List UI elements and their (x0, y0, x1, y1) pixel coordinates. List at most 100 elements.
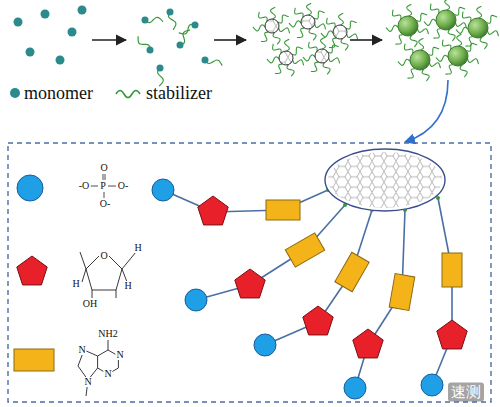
nucleus (315, 49, 329, 63)
stabilizer-strand (430, 63, 441, 68)
stabilizer-strand (465, 37, 473, 47)
stabilizer-strand (314, 11, 325, 19)
monomer-dot (177, 42, 184, 49)
stabilizer-strand (410, 35, 417, 47)
grown-particle (448, 46, 468, 66)
stabilizer-strand (395, 35, 403, 45)
stabilizer-strand (347, 34, 358, 39)
phosphate-circle (254, 334, 276, 356)
nucleus (265, 19, 279, 33)
bond-line (80, 252, 86, 269)
stabilizer-strand (407, 69, 415, 79)
stabilizer-strand (398, 59, 410, 65)
stabilizer-strand (329, 58, 340, 63)
monomer-dot (202, 57, 209, 64)
zoom-arrow (405, 80, 448, 142)
stabilizer-strand (460, 65, 467, 77)
stabilizer-strand (311, 62, 319, 72)
synthesis-stages (14, 0, 499, 86)
stabilizer-strand (271, 7, 276, 19)
stabilizer-strand (442, 40, 451, 49)
stabilizer-strand (407, 4, 412, 16)
stabilizer-strand (430, 4, 439, 13)
stabilizer-strand (428, 47, 439, 55)
stabilizer-strand (457, 34, 462, 46)
atom-label: H (123, 281, 132, 291)
stabilizer-strand (315, 24, 326, 29)
stabilizer-strand (416, 13, 427, 21)
bond-line (108, 186, 116, 187)
stabilizer-strand (287, 65, 294, 77)
atom-label: O (99, 251, 108, 261)
atom-label: O- (99, 199, 112, 209)
monomer-dot (41, 10, 50, 19)
base-rectangle (14, 349, 54, 371)
grown-particle (436, 10, 456, 30)
nucleus (279, 51, 293, 65)
sugar-pentagon (437, 320, 467, 349)
monomer-dot (78, 6, 87, 15)
monomer-dot (192, 22, 199, 29)
stabilizer-strand (386, 25, 398, 31)
stabilizer-strand (468, 59, 479, 64)
stabilizer-strand (297, 28, 305, 38)
phosphate-circle (421, 374, 443, 396)
sugar-pentagon (235, 269, 265, 298)
zoom-frame (8, 143, 491, 402)
sugar-pentagon (303, 306, 333, 335)
atom-label: N (77, 345, 86, 355)
stabilizer-strand (445, 65, 453, 75)
monomer-dot (26, 48, 35, 57)
bond-line (90, 186, 98, 187)
bond-line (116, 290, 117, 298)
stabilizer-strand (488, 31, 499, 36)
stabilizer-strand (267, 57, 279, 63)
grown-particle (398, 16, 418, 36)
monomer-dot (14, 18, 23, 27)
base-rectangle (266, 200, 300, 220)
legend-text: monomer (24, 84, 93, 102)
stabilizer-strand (445, 0, 450, 10)
stabilizer-strand (456, 27, 468, 33)
stabilizer-strand (321, 37, 326, 49)
grown-particle (468, 18, 488, 38)
stabilizer-strand (307, 3, 312, 15)
stabilizer-chains (152, 179, 467, 399)
monomer-dot (142, 17, 149, 24)
atom-label: O- (117, 181, 130, 191)
phosphate-circle (185, 289, 207, 311)
atom-label: N (115, 350, 124, 360)
stabilizer-strand (289, 21, 301, 27)
stabilizer-strand (273, 33, 280, 45)
bond-line (105, 174, 106, 180)
stabilizer-strand (293, 60, 304, 65)
stabilizer-strand (309, 42, 318, 51)
stabilizer-strand (462, 12, 471, 21)
stabilizer-strand (448, 29, 455, 41)
monomer-dot (157, 65, 164, 72)
stabilizer-strand (321, 31, 333, 37)
atom-label: P (99, 181, 107, 191)
stabilizer-strand (480, 37, 487, 49)
atom-label: OH (82, 299, 98, 309)
nucleus (333, 25, 347, 39)
base-rectangle (389, 274, 415, 311)
monomer-dot (56, 56, 65, 65)
unit-key (14, 174, 136, 396)
stabilizer-strand (278, 15, 289, 23)
bond-line (82, 269, 86, 282)
bond-line (104, 192, 105, 198)
bond-line (92, 290, 93, 298)
stabilizer-strand (422, 69, 429, 81)
stabilizer-strand (292, 47, 303, 55)
stabilizer-strand (279, 28, 290, 33)
stabilizer-strand (327, 18, 336, 27)
legend-text: stabilizer (146, 84, 212, 102)
stabilizer-strand (392, 10, 401, 19)
stabilizer-strand (323, 63, 330, 75)
legend-swatch (10, 88, 20, 98)
stabilizer-strand (328, 45, 339, 53)
stabilizer-strand (424, 19, 436, 25)
bond-line (108, 340, 109, 350)
